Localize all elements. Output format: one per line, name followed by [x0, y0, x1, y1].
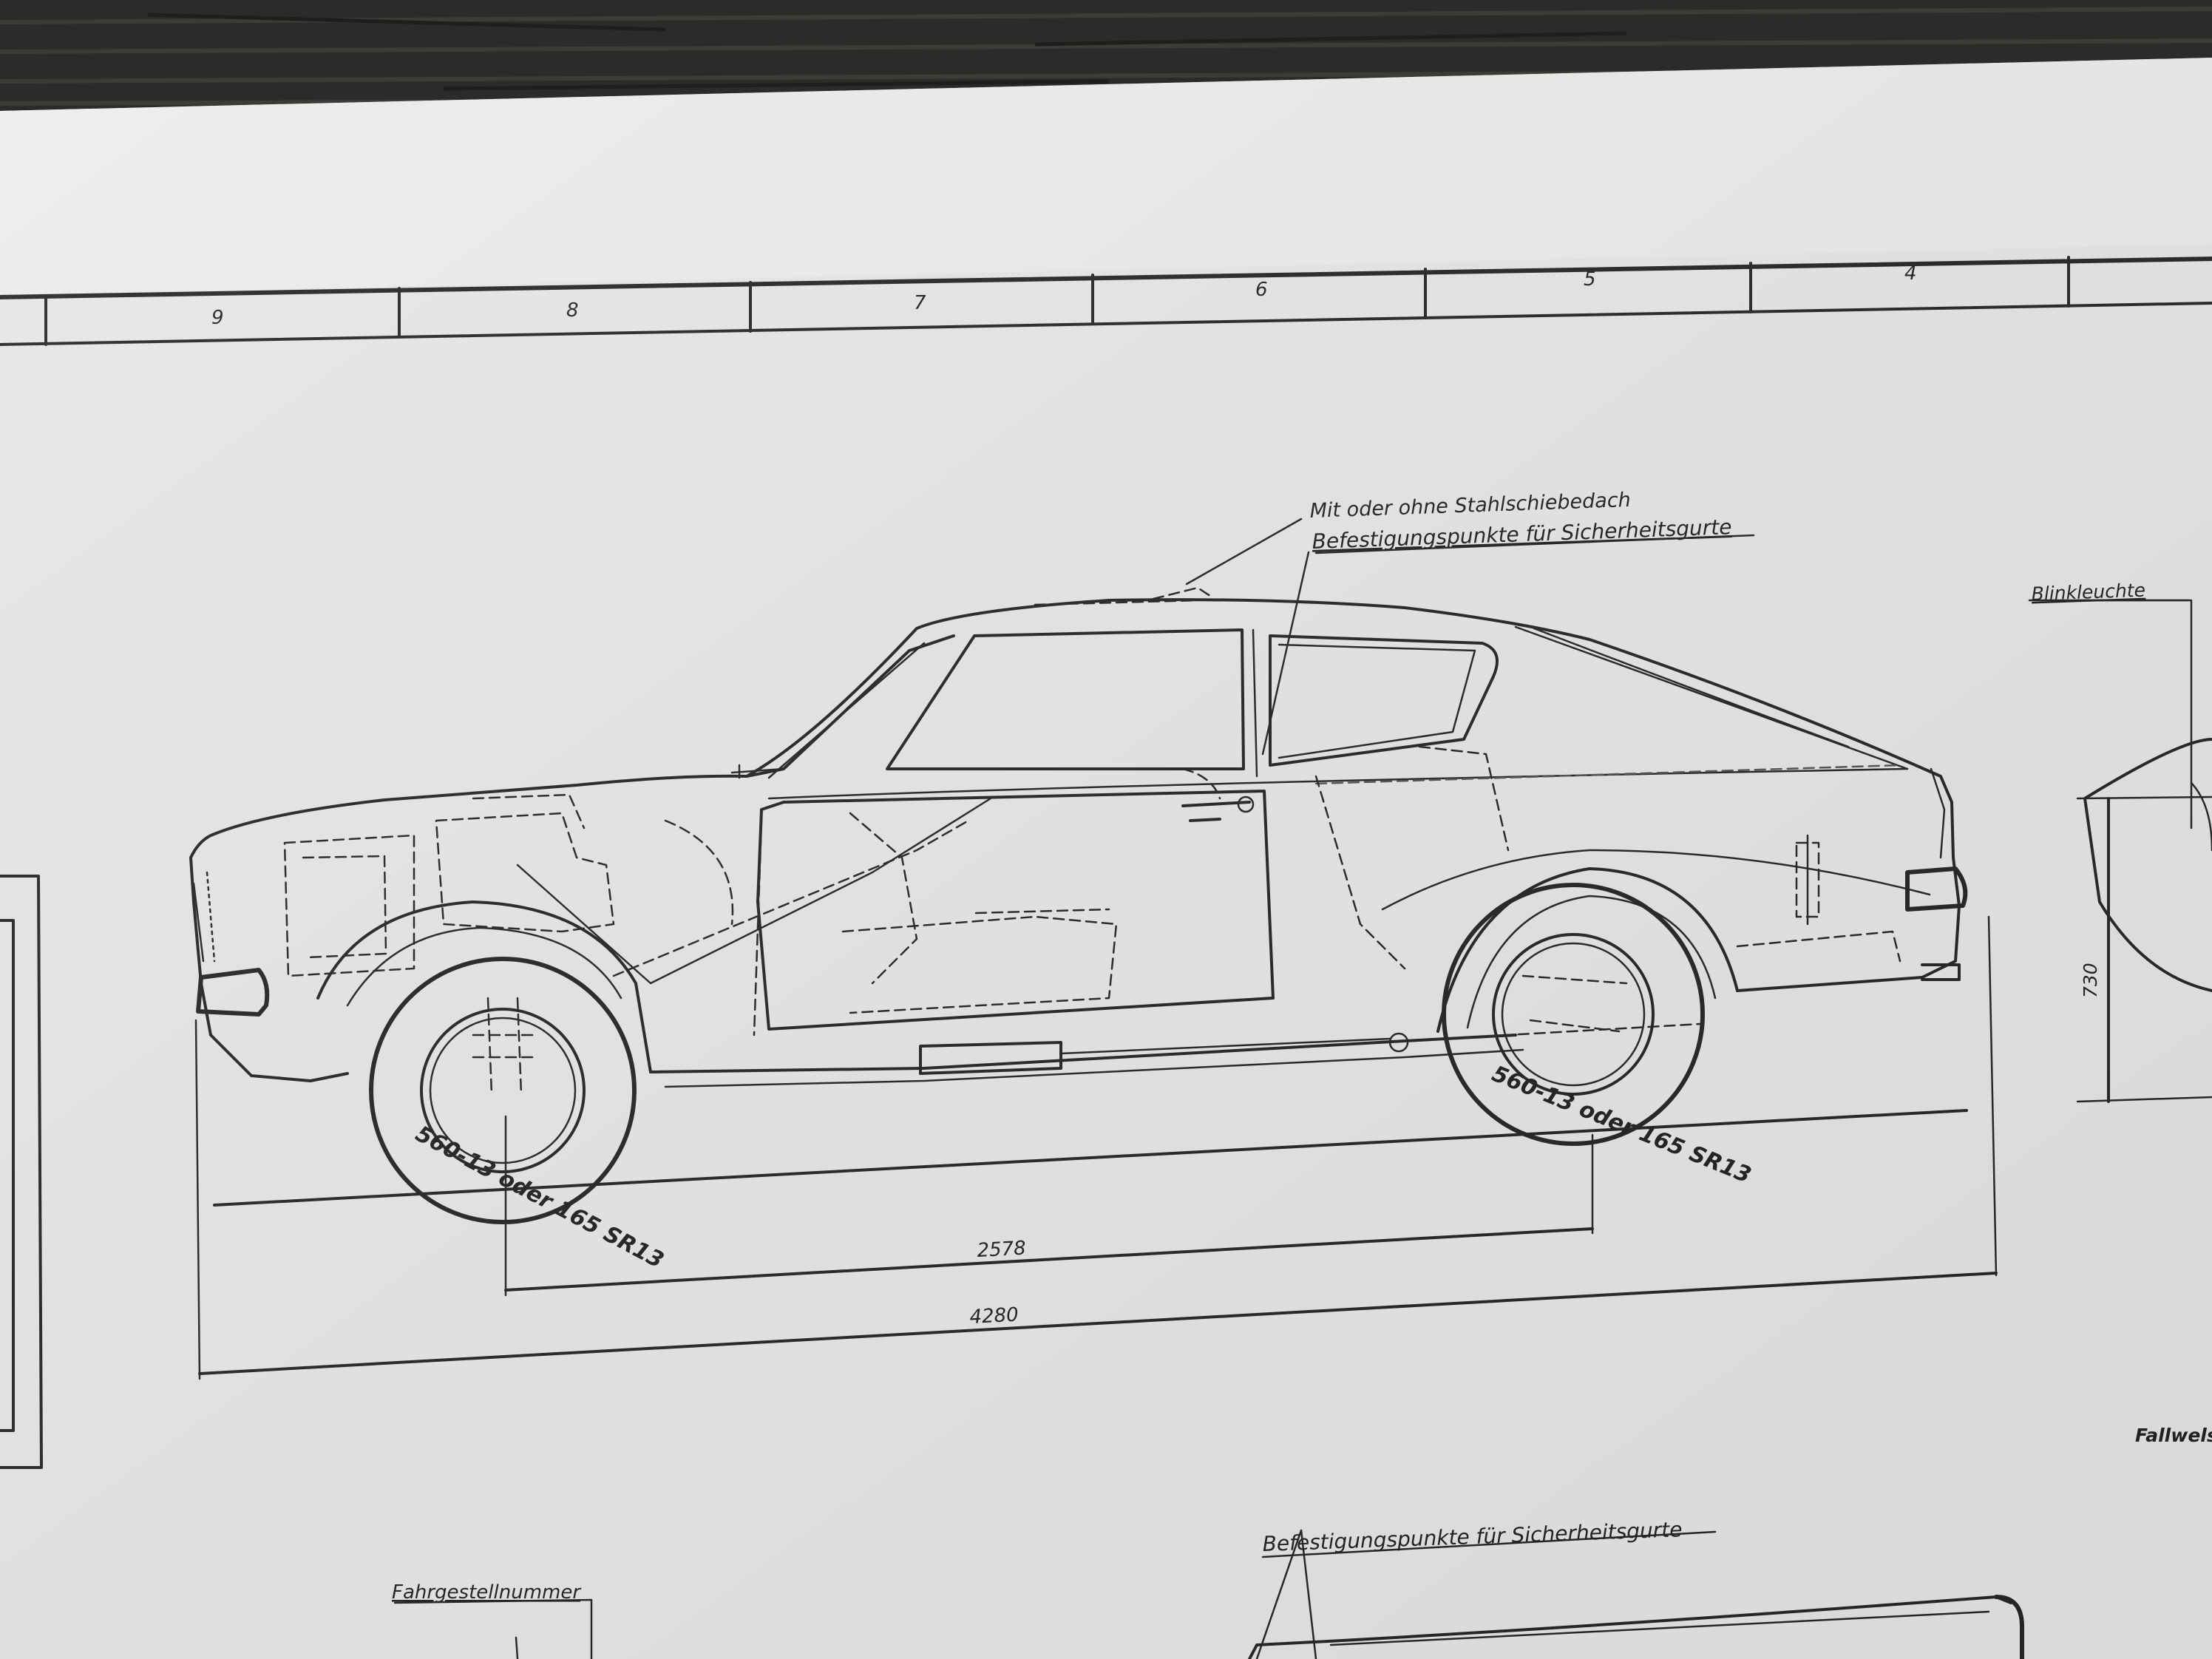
label-height: 730 — [2080, 963, 2101, 998]
grid-number-8: 8 — [566, 299, 579, 322]
grid-number-4: 4 — [1904, 262, 1917, 285]
grid-number-7: 7 — [914, 292, 926, 314]
grid-number-5: 5 — [1584, 268, 1596, 291]
label-turn-signal: Blinkleuchte — [2031, 580, 2145, 605]
label-wheelbase: 2578 — [977, 1238, 1027, 1262]
label-overall-length: 4280 — [969, 1304, 1020, 1329]
grid-number-6: 6 — [1255, 279, 1268, 301]
paper-sheet — [0, 58, 2212, 1659]
grid-number-9: 9 — [211, 307, 224, 329]
label-fallweis: Fallwels — [2135, 1425, 2212, 1446]
label-chassis-number: Fahrgestellnummer — [392, 1581, 582, 1604]
